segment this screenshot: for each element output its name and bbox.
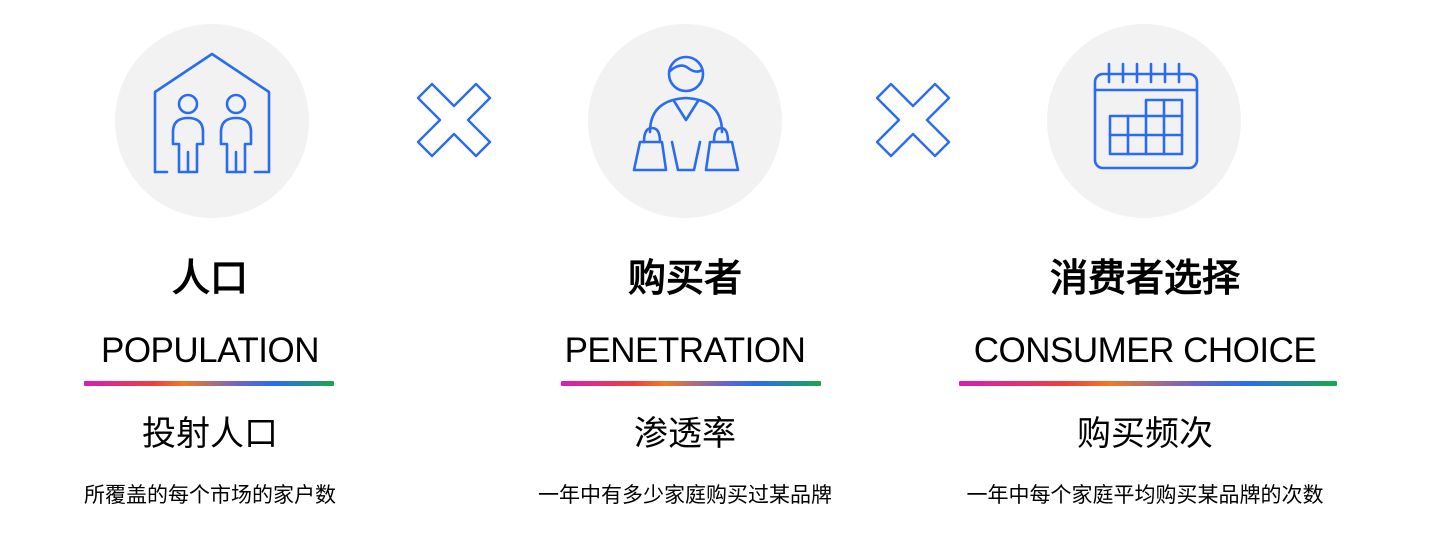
penetration-gradient-divider [561,381,821,386]
population-icon-circle [115,24,309,218]
calendar-icon [1093,62,1199,170]
multiply-icon [416,82,492,158]
penetration-icon-circle [588,24,782,218]
multiply-icon [875,82,951,158]
population-gradient-divider [84,381,334,386]
consumer-choice-description: 一年中每个家庭平均购买某品牌的次数 [966,483,1324,507]
population-title-en: POPULATION [100,331,320,370]
penetration-title-en: PENETRATION [564,331,806,370]
penetration-metric: 渗透率 [634,414,736,454]
population-description: 所覆盖的每个市场的家户数 [84,483,336,507]
shopper-bags-icon [632,55,740,172]
consumer-choice-column: 消费者选择 CONSUMER CHOICE 购买频次 一年中每个家庭平均购买某品… [935,0,1355,543]
population-metric: 投射人口 [142,414,278,454]
multiply-operator-1 [414,80,494,160]
population-column: 人口 POPULATION 投射人口 所覆盖的每个市场的家户数 [40,0,380,543]
penetration-description: 一年中有多少家庭购买过某品牌 [538,483,832,507]
consumer-choice-title-en: CONSUMER CHOICE [973,331,1317,370]
consumer-choice-title-cn: 消费者选择 [1049,256,1240,300]
population-title-cn: 人口 [171,256,248,300]
penetration-title-cn: 购买者 [627,256,742,300]
consumer-choice-icon-circle [1047,24,1241,218]
penetration-column: 购买者 PENETRATION 渗透率 一年中有多少家庭购买过某品牌 [515,0,855,543]
house-family-icon [153,52,271,174]
consumer-choice-gradient-divider [959,381,1337,386]
consumer-choice-metric: 购买频次 [1077,414,1213,454]
multiply-operator-2 [873,80,953,160]
